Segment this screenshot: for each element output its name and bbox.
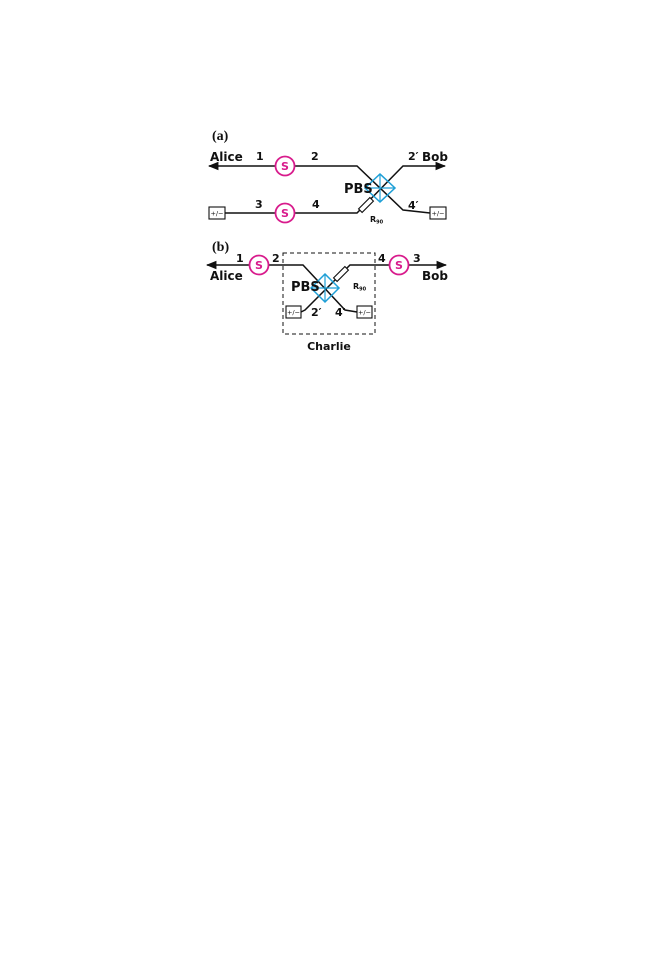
pbs-cube-a bbox=[363, 172, 397, 204]
detector-right-a: +/− bbox=[429, 206, 447, 220]
pbs-cube-b bbox=[309, 272, 341, 304]
port-3-label-a: 3 bbox=[255, 198, 263, 211]
rotator-r90-b bbox=[332, 265, 350, 283]
bob-label-b: Bob bbox=[422, 269, 448, 283]
alice-label-b: Alice bbox=[210, 269, 243, 283]
source-bottom-a: S bbox=[274, 202, 296, 224]
detector-right-b: +/− bbox=[356, 305, 373, 319]
alice-label-a: Alice bbox=[210, 150, 243, 164]
panel-a-label: (a) bbox=[212, 129, 229, 144]
pbs-label-b: PBS bbox=[291, 280, 320, 295]
port-2-label-a: 2 bbox=[311, 150, 319, 163]
source-top-a: S bbox=[274, 155, 296, 177]
svg-text:S: S bbox=[281, 160, 289, 173]
charlie-box bbox=[282, 252, 376, 335]
panel-a: (a) S S PBS R90 +/− bbox=[207, 129, 448, 226]
port-4p-label-a: 4′ bbox=[408, 199, 419, 212]
port-4-label-b: 4 bbox=[378, 252, 386, 265]
svg-text:S: S bbox=[255, 259, 263, 272]
panel-b: (b) S S PBS R90 bbox=[205, 240, 448, 353]
bob-label-a: Bob bbox=[422, 150, 448, 164]
svg-text:S: S bbox=[281, 207, 289, 220]
svg-text:+/−: +/− bbox=[210, 210, 223, 218]
svg-text:+/−: +/− bbox=[431, 210, 444, 218]
svg-text:S: S bbox=[395, 259, 403, 272]
detector-left-a: +/− bbox=[208, 206, 226, 220]
source-right-b: S bbox=[388, 254, 410, 276]
charlie-label: Charlie bbox=[307, 340, 351, 353]
rotator-label-a: R90 bbox=[370, 215, 384, 226]
rotator-r90-a bbox=[357, 196, 375, 214]
panel-b-label: (b) bbox=[212, 240, 229, 255]
svg-text:+/−: +/− bbox=[358, 309, 371, 317]
port-2p-label-a: 2′ bbox=[408, 150, 419, 163]
port-4p-label-b: 4′ bbox=[335, 306, 346, 319]
source-left-b: S bbox=[248, 254, 270, 276]
port-2p-label-b: 2′ bbox=[311, 306, 322, 319]
pbs-label-a: PBS bbox=[344, 182, 373, 197]
port-4-label-a: 4 bbox=[312, 198, 320, 211]
detector-left-b: +/− bbox=[285, 305, 302, 319]
port-1-label-a: 1 bbox=[256, 150, 264, 163]
rotator-label-b: R90 bbox=[353, 282, 367, 293]
svg-text:+/−: +/− bbox=[287, 309, 300, 317]
port-3-label-b: 3 bbox=[413, 252, 421, 265]
port-2-label-b: 2 bbox=[272, 252, 280, 265]
port-1-label-b: 1 bbox=[236, 252, 244, 265]
